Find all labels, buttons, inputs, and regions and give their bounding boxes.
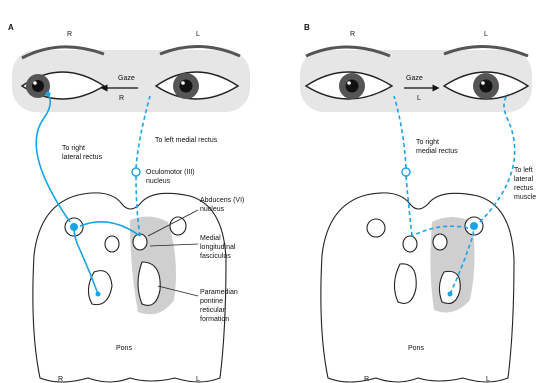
panel-a-left-abducens-nucleus xyxy=(170,217,186,235)
panel-a-left-medial-rectus-label: To left medial rectus xyxy=(155,137,218,144)
panel-a-oculomotor-label: Oculomotor (III) nucleus xyxy=(146,169,197,185)
panel-a-gaze-word: Gaze xyxy=(118,75,135,82)
panel-b-left-pprf xyxy=(439,271,460,303)
panel-a-right-lateral-rectus-dot xyxy=(46,92,51,97)
panel-a-letter: A xyxy=(8,23,14,32)
panel-b-left-side-label: L xyxy=(484,31,488,38)
panel-b-right-medial-rectus-label: To right medial rectus xyxy=(416,139,458,155)
panel-b-bottom-right-label: R xyxy=(364,376,369,383)
panel-b-letter: B xyxy=(304,23,310,32)
panel-a-pons-outline xyxy=(33,193,226,382)
panel-b-right-side-label: R xyxy=(350,31,355,38)
panel-b-left-mlf xyxy=(433,234,447,250)
panel-a-left-mlf xyxy=(133,234,147,250)
panel-b-right-mlf xyxy=(403,236,417,252)
panel-b: B R L Gaze L xyxy=(300,23,536,383)
panel-b-pons-outline xyxy=(321,193,514,382)
panel-b-gaze-word: Gaze xyxy=(406,75,423,82)
panel-a-gaze-direction: R xyxy=(119,95,124,102)
panel-a-oculomotor-nucleus xyxy=(132,168,140,176)
panel-a-pprf-origin-dot xyxy=(96,292,101,297)
panel-a: A R L Gaze R xyxy=(8,23,250,383)
panel-b-pons-label: Pons xyxy=(408,345,424,352)
panel-a-left-side-label: L xyxy=(196,31,200,38)
panel-a-right-lateral-rectus-label: To right lateral rectus xyxy=(62,145,103,161)
panel-a-right-mlf xyxy=(105,236,119,252)
panel-a-mlf-label: Medial longitudinal fasciculus xyxy=(200,235,237,260)
panel-a-bottom-left-label: L xyxy=(196,376,200,383)
panel-b-gaze-direction: L xyxy=(417,95,421,102)
panel-a-pons-label: Pons xyxy=(116,345,132,352)
panel-b-bottom-left-label: L xyxy=(486,376,490,383)
panel-a-right-side-label: R xyxy=(67,31,72,38)
panel-a-bottom-right-label: R xyxy=(58,376,63,383)
panel-b-left-lateral-rectus-label: To left lateral rectus muscle xyxy=(514,167,536,201)
panel-b-oculomotor-nucleus xyxy=(402,168,410,176)
panel-b-right-pprf xyxy=(394,264,416,304)
panel-b-pprf-origin-dot xyxy=(448,292,453,297)
panel-b-right-abducens-nucleus xyxy=(367,219,385,237)
